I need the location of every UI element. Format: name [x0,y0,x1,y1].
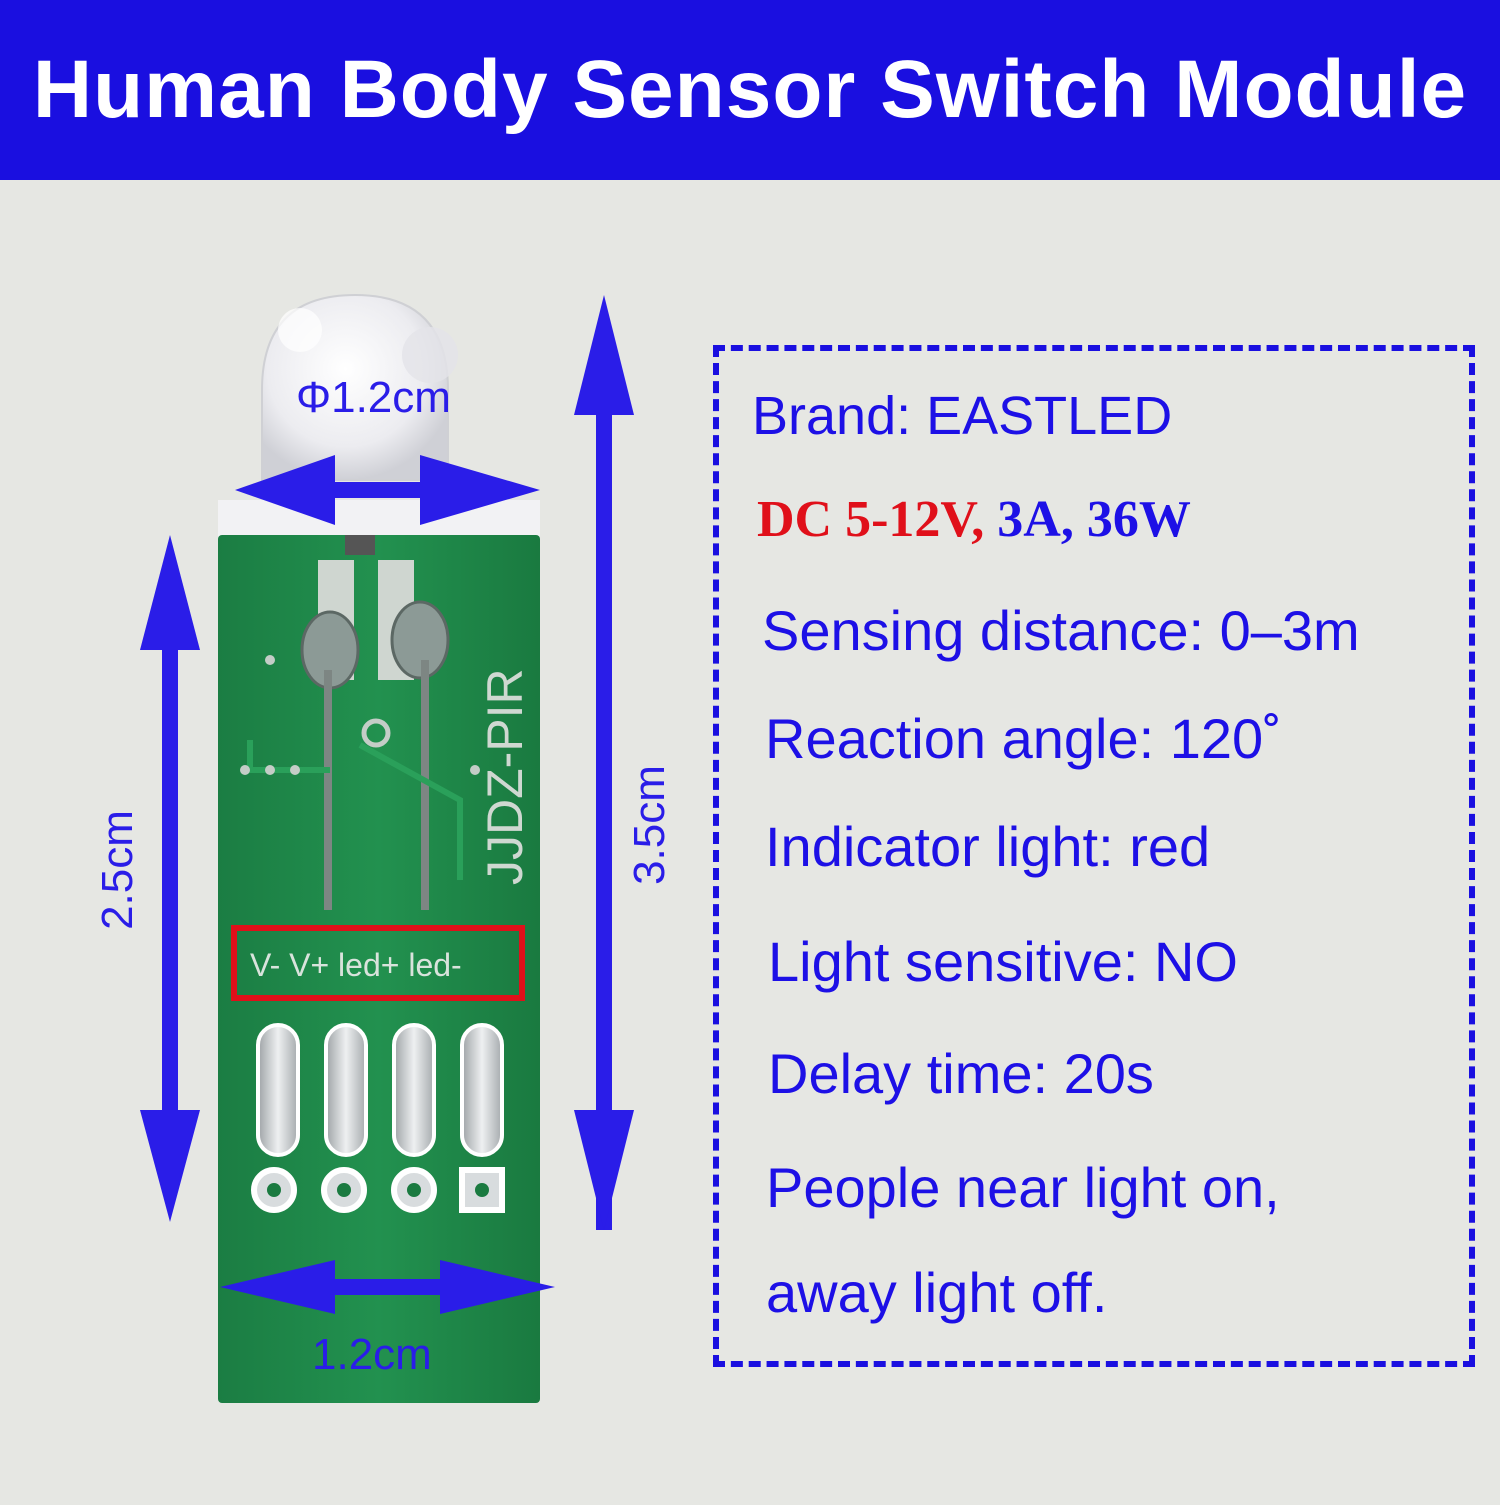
spec-power-current: 3A, 36W [984,491,1191,548]
spec-behavior-line2: away light off. [766,1261,1108,1324]
spec-brand: Brand: EASTLED [752,386,1173,446]
spec-power: DC 5-12V, 3A, 36W [757,490,1191,549]
spec-indicator-light: Indicator light: red [765,815,1211,878]
spec-delay-time: Delay time: 20s [768,1042,1154,1105]
pcb-board: V- V+ led+ led- JJDZ-PIR [218,535,540,1403]
pin-labels: V- V+ led+ led- [250,947,462,983]
total-height-label: 3.5cm [624,765,674,885]
pin-label-highlight [231,925,525,1001]
pad-v-minus [256,1023,300,1157]
spec-sensing-distance: Sensing distance: 0–3m [762,599,1360,662]
spec-light-sensitive: Light sensitive: NO [768,930,1238,993]
dimension-arrows [140,295,634,1314]
spec-behavior-line1: People near light on, [766,1156,1280,1219]
board-height-label: 2.5cm [92,810,142,930]
spec-reaction-angle: Reaction angle: 120˚ [765,707,1282,770]
board-marking: JJDZ-PIR [477,668,533,885]
product-figure: V- V+ led+ led- JJDZ-PIR Φ1.2cm 2.5cm 3.… [0,180,700,1500]
page-title: Human Body Sensor Switch Module [32,44,1468,135]
pad-led-minus [460,1023,504,1157]
pad-v-plus [324,1023,368,1157]
title-banner: Human Body Sensor Switch Module [0,0,1500,180]
pir-module-illustration: V- V+ led+ led- JJDZ-PIR [140,293,634,1403]
spec-power-voltage: DC 5-12V, [757,491,985,548]
sensor-pin-cap [345,535,375,555]
pad-led-plus [392,1023,436,1157]
board-width-label: 1.2cm [312,1330,432,1379]
spec-box [713,345,1475,1367]
lens-diameter-label: Φ1.2cm [296,373,451,422]
